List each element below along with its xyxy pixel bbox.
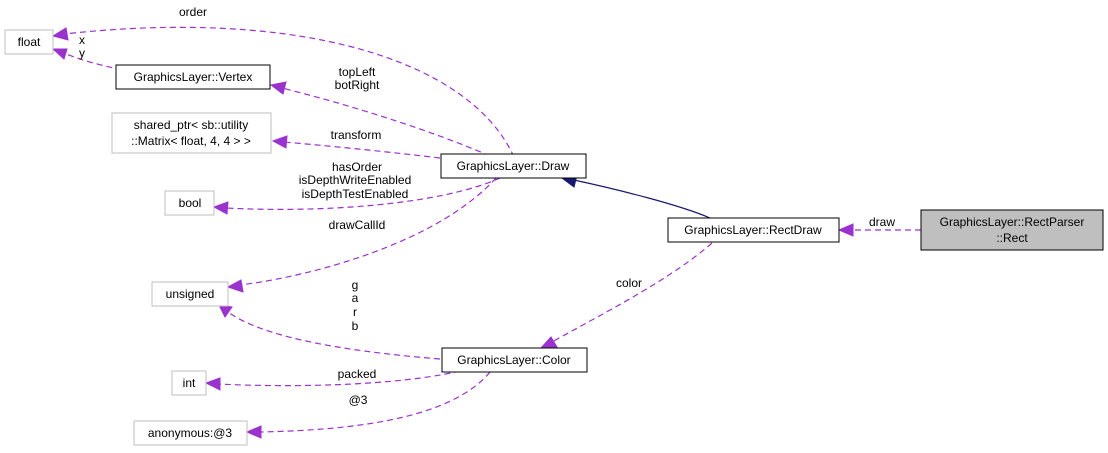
arrowhead-bool bbox=[212, 201, 229, 215]
arrowhead-at3 bbox=[245, 425, 262, 439]
arrowhead-color bbox=[539, 336, 558, 349]
edge-color bbox=[551, 242, 713, 343]
node-anonymous-label: anonymous:@3 bbox=[148, 426, 233, 440]
label-b: b bbox=[352, 319, 359, 333]
edge-packed bbox=[217, 370, 461, 387]
node-anonymous[interactable]: anonymous:@3 bbox=[133, 420, 248, 446]
node-rect[interactable]: GraphicsLayer::RectParser ::Rect bbox=[920, 209, 1104, 251]
node-shared-ptr-line1: shared_ptr< sb::utility bbox=[134, 118, 248, 132]
node-bool-label: bool bbox=[179, 196, 202, 210]
edge-garb bbox=[227, 311, 441, 360]
label-order: order bbox=[179, 5, 207, 19]
edge-vertex bbox=[281, 87, 491, 157]
arrowhead-vertex bbox=[269, 81, 287, 95]
label-botright: botRight bbox=[335, 78, 380, 92]
node-rect-line1: GraphicsLayer::RectParser bbox=[940, 215, 1085, 229]
arrowhead-order bbox=[51, 27, 69, 41]
node-float-label: float bbox=[18, 35, 41, 49]
arrowhead-transform bbox=[271, 135, 288, 149]
arrowhead-drawcallid bbox=[226, 279, 244, 293]
node-color[interactable]: GraphicsLayer::Color bbox=[441, 347, 588, 373]
node-bool[interactable]: bool bbox=[164, 190, 215, 216]
label-hasorder: hasOrder bbox=[332, 160, 382, 174]
node-vertex-label: GraphicsLayer::Vertex bbox=[134, 70, 253, 84]
label-topleft: topLeft bbox=[339, 65, 376, 79]
arrowhead-draw bbox=[837, 223, 854, 237]
node-rect-line2: ::Rect bbox=[996, 231, 1028, 245]
edge-drawcallid bbox=[239, 177, 497, 286]
label-draw: draw bbox=[869, 215, 895, 229]
label-g: g bbox=[352, 278, 359, 292]
edge-at3 bbox=[259, 371, 491, 433]
node-rectdraw[interactable]: GraphicsLayer::RectDraw bbox=[667, 217, 840, 243]
node-shared-ptr-line2: ::Matrix< float, 4, 4 > > bbox=[131, 134, 251, 148]
label-isdepthwrite: isDepthWriteEnabled bbox=[299, 173, 412, 187]
node-color-label: GraphicsLayer::Color bbox=[457, 353, 570, 367]
arrowhead-xy bbox=[51, 48, 68, 60]
node-int-label: int bbox=[183, 376, 196, 390]
label-transform: transform bbox=[331, 128, 382, 142]
node-unsigned-label: unsigned bbox=[166, 287, 215, 301]
node-unsigned[interactable]: unsigned bbox=[151, 281, 229, 307]
node-draw[interactable]: GraphicsLayer::Draw bbox=[440, 153, 587, 179]
label-a: a bbox=[352, 291, 359, 305]
node-shared-ptr[interactable]: shared_ptr< sb::utility ::Matrix< float,… bbox=[111, 112, 272, 154]
edge-xy bbox=[63, 52, 123, 71]
node-int[interactable]: int bbox=[171, 370, 207, 396]
edge-transform bbox=[283, 141, 441, 159]
edge-order bbox=[63, 26, 515, 158]
node-draw-label: GraphicsLayer::Draw bbox=[457, 159, 570, 173]
arrowhead-packed bbox=[204, 377, 221, 391]
label-drawcallid: drawCallId bbox=[329, 218, 386, 232]
edge-bool bbox=[225, 177, 501, 210]
label-y: y bbox=[79, 46, 85, 60]
node-vertex[interactable]: GraphicsLayer::Vertex bbox=[115, 64, 271, 90]
arrowhead-garb bbox=[218, 304, 233, 318]
node-rectdraw-label: GraphicsLayer::RectDraw bbox=[684, 223, 822, 237]
label-packed: packed bbox=[338, 367, 377, 381]
label-isdepthtest: isDepthTestEnabled bbox=[302, 187, 409, 201]
node-float[interactable]: float bbox=[4, 29, 54, 55]
label-r: r bbox=[353, 305, 357, 319]
edge-inherit bbox=[573, 179, 711, 219]
label-at3: @3 bbox=[349, 393, 368, 407]
label-x: x bbox=[79, 33, 85, 47]
label-color: color bbox=[616, 276, 642, 290]
